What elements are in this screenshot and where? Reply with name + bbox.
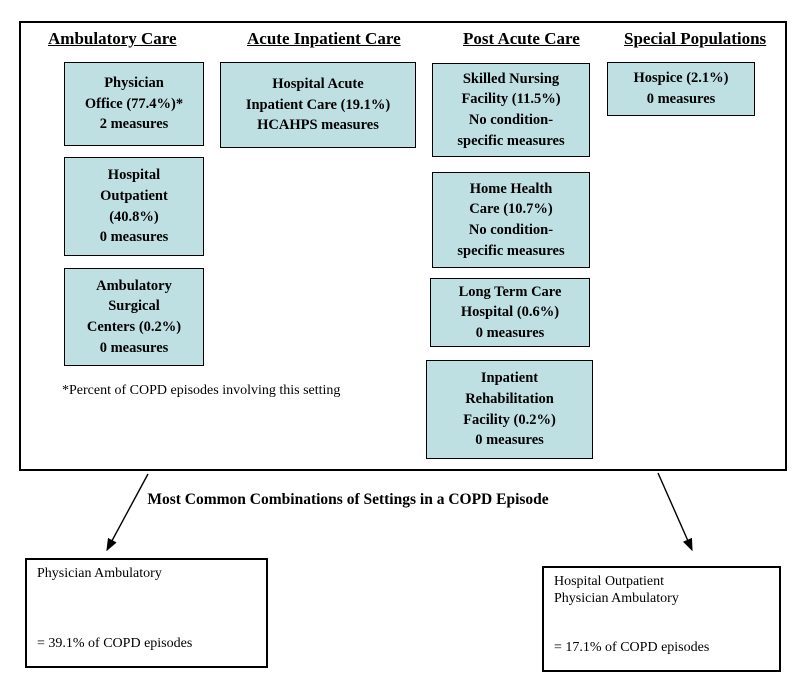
right-arrow: [657, 472, 693, 552]
column-header-post-acute-care: Post Acute Care: [463, 29, 580, 48]
left-arrow: [106, 473, 149, 552]
column-header-special-populations: Special Populations: [624, 29, 767, 48]
combinations-title: Most Common Combinations of Settings in …: [147, 491, 549, 508]
setting-box-ambulatory-surgical-centers: Ambulatory Surgical Centers (0.2%) 0 mea…: [64, 268, 204, 366]
setting-box-home-health-care: Home Health Care (10.7%) No condition- s…: [432, 172, 590, 268]
setting-box-skilled-nursing-facility: Skilled Nursing Facility (11.5%) No cond…: [432, 63, 590, 157]
combo-box-physician-ambulatory: Physician Ambulatory = 39.1% of COPD epi…: [25, 558, 268, 668]
combo-settings: Hospital Outpatient Physician Ambulatory: [554, 574, 679, 607]
footnote: *Percent of COPD episodes involving this…: [62, 383, 341, 398]
setting-box-long-term-care-hospital: Long Term Care Hospital (0.6%) 0 measure…: [430, 278, 590, 347]
setting-box-hospital-acute-inpatient-care: Hospital Acute Inpatient Care (19.1%) HC…: [220, 62, 416, 148]
setting-box-physician-office: Physician Office (77.4%)* 2 measures: [64, 62, 204, 146]
setting-box-hospital-outpatient: Hospital Outpatient (40.8%) 0 measures: [64, 157, 204, 256]
combo-settings: Physician Ambulatory: [37, 566, 162, 581]
column-header-ambulatory-care: Ambulatory Care: [48, 29, 177, 48]
combo-share: = 39.1% of COPD episodes: [37, 635, 193, 651]
combo-box-hospital-outpatient-physician-ambulatory: Hospital Outpatient Physician Ambulatory…: [542, 566, 781, 672]
setting-box-inpatient-rehabilitation-facility: Inpatient Rehabilitation Facility (0.2%)…: [426, 360, 593, 459]
combo-share: = 17.1% of COPD episodes: [554, 639, 710, 655]
setting-box-hospice: Hospice (2.1%) 0 measures: [607, 62, 755, 116]
column-header-acute-inpatient-care: Acute Inpatient Care: [247, 29, 401, 48]
